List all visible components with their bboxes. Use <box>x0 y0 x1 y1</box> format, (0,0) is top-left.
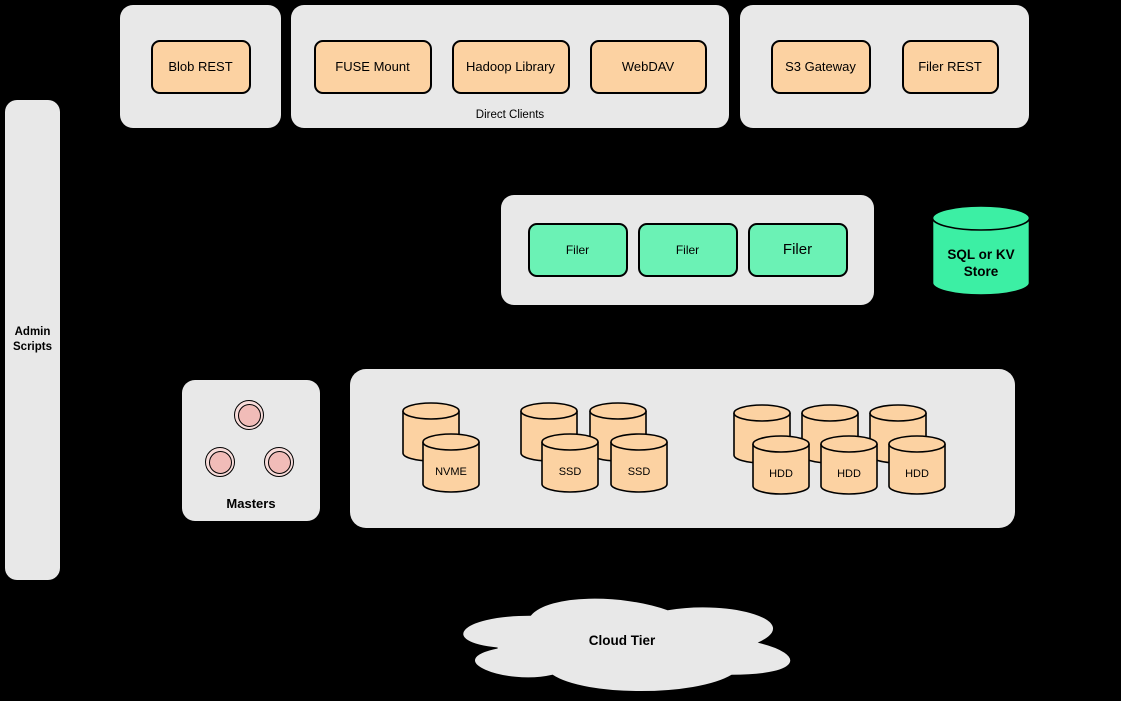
master-node-3 <box>264 447 294 477</box>
node-fuse-mount: FUSE Mount <box>313 39 432 94</box>
node-webdav: WebDAV <box>589 39 707 94</box>
hdd-disk-2: HDD <box>820 435 878 495</box>
sql-kv-store: SQL or KV Store <box>931 205 1031 296</box>
nvme-disk: NVME <box>422 433 480 493</box>
disk-cylinder-shape <box>752 435 810 495</box>
node-filer-2: Filer <box>637 223 738 277</box>
cloud-tier: Cloud Tier <box>439 588 805 697</box>
node-hadoop-library: Hadoop Library <box>451 39 570 94</box>
hdd-disk-3: HDD <box>888 435 946 495</box>
cloud-tier-label: Cloud Tier <box>588 633 656 648</box>
nvme-disk-label: NVME <box>435 466 467 478</box>
sql-kv-store-label: SQL or KV Store <box>947 247 1015 279</box>
hdd-disk-label: HDD <box>769 468 793 480</box>
disk-cylinder-shape <box>820 435 878 495</box>
database-cylinder-shape <box>931 205 1031 296</box>
hdd-disk-label: HDD <box>837 468 861 480</box>
master-node-2 <box>205 447 235 477</box>
filer-panel: Filer Filer Filer <box>501 195 874 305</box>
node-blob-rest: Blob REST <box>150 39 251 94</box>
blob-group-panel: Blob REST <box>120 5 281 128</box>
node-filer-1: Filer <box>527 223 628 277</box>
ssd-disk-1: SSD <box>541 433 599 493</box>
disk-cylinder-shape <box>541 433 599 493</box>
gateway-panel: S3 Gateway Filer REST <box>740 5 1029 128</box>
ssd-disk-label: SSD <box>627 466 651 478</box>
masters-panel: Masters <box>182 380 320 521</box>
disk-cylinder-shape <box>888 435 946 495</box>
hdd-disk-1: HDD <box>752 435 810 495</box>
hdd-disk-label: HDD <box>905 468 929 480</box>
ssd-disk-label: SSD <box>558 466 582 478</box>
node-s3-gateway: S3 Gateway <box>770 39 871 94</box>
masters-label: Masters <box>226 496 276 511</box>
disk-cylinder-shape <box>422 433 480 493</box>
admin-scripts-panel: Admin Scripts <box>5 100 60 580</box>
volume-servers-panel: NVME SSD SSD HDD HDD <box>350 369 1015 528</box>
cloud-shape <box>462 597 792 693</box>
node-filer-3: Filer <box>747 223 848 277</box>
node-filer-rest: Filer REST <box>901 39 999 94</box>
admin-scripts-label: Admin Scripts <box>13 326 52 353</box>
direct-clients-caption: Direct Clients <box>475 109 545 121</box>
direct-clients-panel: FUSE Mount Hadoop Library WebDAV Direct … <box>291 5 729 128</box>
ssd-disk-2: SSD <box>610 433 668 493</box>
master-node-1 <box>234 400 264 430</box>
disk-cylinder-shape <box>610 433 668 493</box>
